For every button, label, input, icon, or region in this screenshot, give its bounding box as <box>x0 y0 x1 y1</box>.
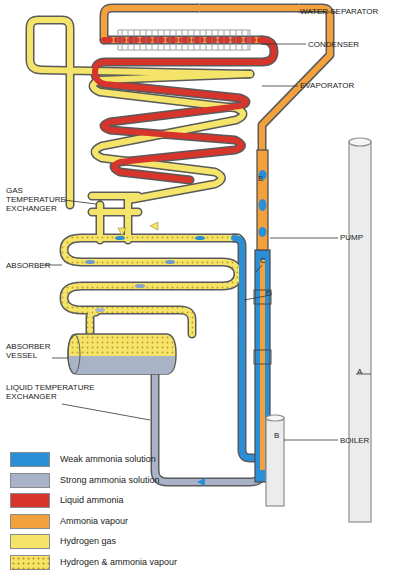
pipe-colours <box>30 8 330 482</box>
part-label: ABSORBER VESSEL <box>6 342 54 360</box>
legend-swatch <box>10 493 50 508</box>
legend-text: Hydrogen & ammonia vapour <box>60 557 177 568</box>
part-label: B <box>274 431 286 440</box>
absorber-drops <box>85 236 205 312</box>
cylinder-b <box>266 415 284 506</box>
part-label: A <box>357 367 369 376</box>
legend-text: Liquid ammonia <box>60 495 124 506</box>
legend-text: Strong ammonia solution <box>60 475 160 486</box>
legend-swatch <box>10 534 50 549</box>
legend-swatch <box>10 555 50 570</box>
part-label: GAS TEMPERATURE EXCHANGER <box>6 186 66 213</box>
part-label: CONDENSER <box>308 40 388 49</box>
part-label: D <box>266 289 278 298</box>
legend-text: Ammonia vapour <box>60 516 128 527</box>
condenser-fins <box>118 30 250 50</box>
part-label: EVAPORATOR <box>300 81 380 90</box>
legend-swatch <box>10 452 50 467</box>
cylinder-a <box>349 138 371 522</box>
part-label: PUMP <box>340 233 390 242</box>
legend-text: Weak ammonia solution <box>60 454 156 465</box>
part-label: E <box>258 174 270 183</box>
part-label: C <box>260 256 272 265</box>
flow-arrows <box>118 4 300 486</box>
legend-swatch <box>10 514 50 529</box>
legend-swatch <box>10 473 50 488</box>
part-label: BOILER <box>340 436 390 445</box>
absorber-vessel <box>68 334 176 374</box>
part-label: WATER SEPARATOR <box>300 7 390 16</box>
part-label: LIQUID TEMPERATURE EXCHANGER <box>6 383 106 401</box>
leader-lines <box>42 12 371 440</box>
pipe-outlines <box>30 8 330 482</box>
legend-text: Hydrogen gas <box>60 536 116 547</box>
part-label: ABSORBER <box>6 261 66 270</box>
